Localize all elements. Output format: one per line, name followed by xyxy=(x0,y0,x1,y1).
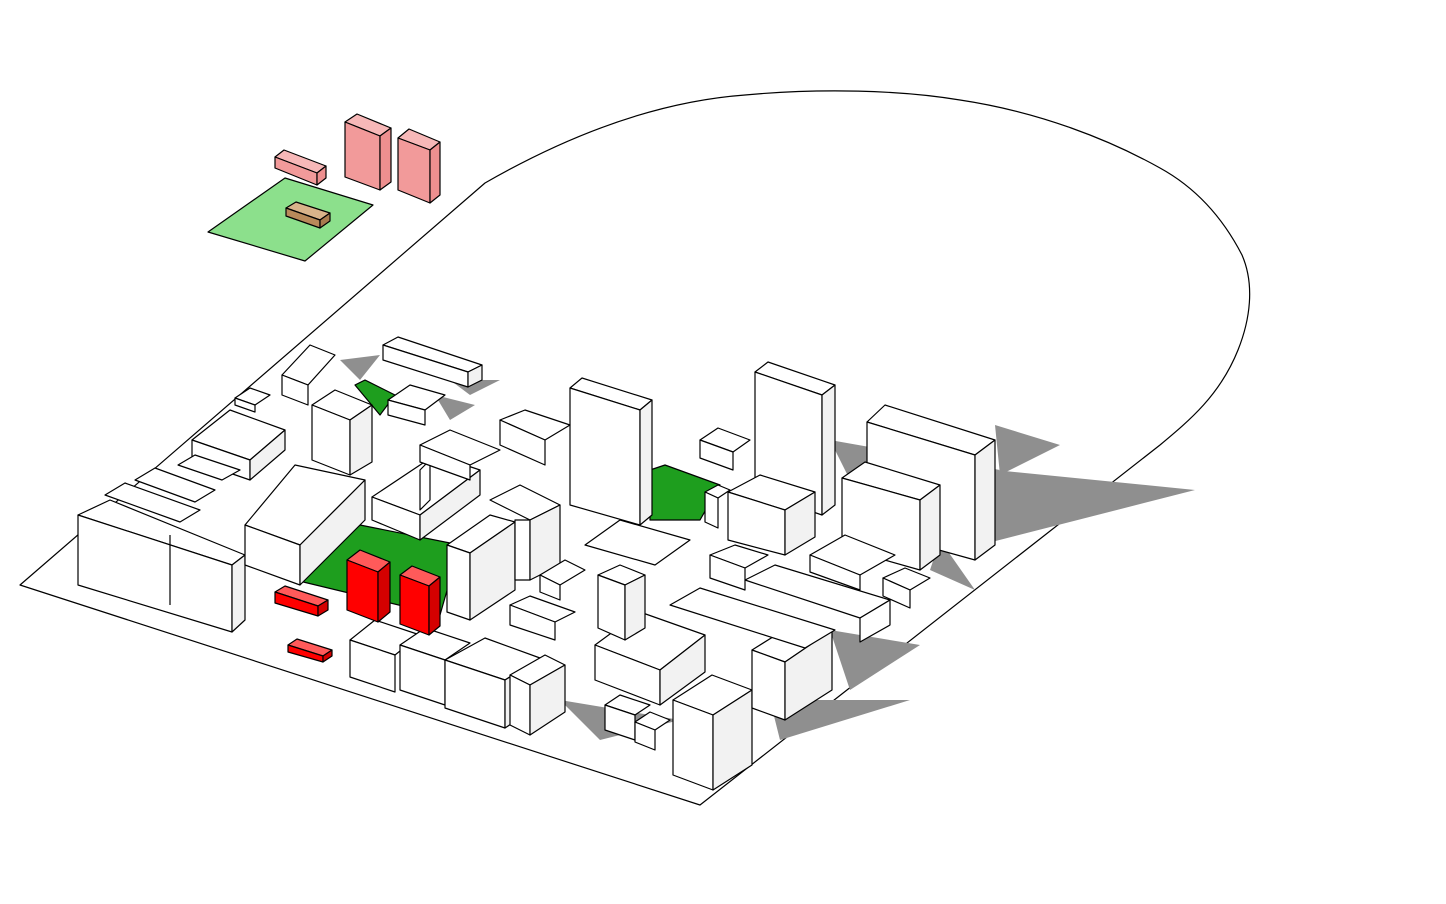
building-north-mid xyxy=(419,409,571,481)
building-west-small-row xyxy=(104,387,271,523)
ghost-tower-left xyxy=(344,113,392,191)
green-space-ghost xyxy=(207,177,374,262)
proposed-small-block xyxy=(287,638,333,663)
building-east-block xyxy=(727,474,816,556)
building-central-mid xyxy=(489,484,561,581)
building-northeast-small xyxy=(699,427,751,529)
proposed-tower-right xyxy=(399,565,441,636)
proposed-ghost-buildings xyxy=(274,113,441,229)
building-north-bar xyxy=(382,336,483,388)
building-north-cluster xyxy=(281,344,446,426)
proposed-tower-left xyxy=(346,549,391,623)
small-structure xyxy=(285,201,331,229)
building-courtyard xyxy=(809,534,931,609)
building-south-row xyxy=(349,619,566,736)
ghost-tower-right xyxy=(397,128,441,204)
building-west-mid xyxy=(244,464,366,586)
proposed-low-block xyxy=(274,585,329,617)
existing-buildings xyxy=(77,336,996,791)
building-southeast-mid xyxy=(669,544,891,649)
building-central-block xyxy=(446,514,516,621)
building-southwest-small xyxy=(604,694,671,751)
proposed-buildings xyxy=(274,549,441,663)
building-south-east-tower xyxy=(672,674,753,791)
tower-central xyxy=(569,377,653,526)
building-south-cluster xyxy=(509,519,691,641)
building-west-long xyxy=(77,499,246,633)
ghost-building-low xyxy=(274,149,327,186)
building-northwest-tower xyxy=(311,389,373,476)
